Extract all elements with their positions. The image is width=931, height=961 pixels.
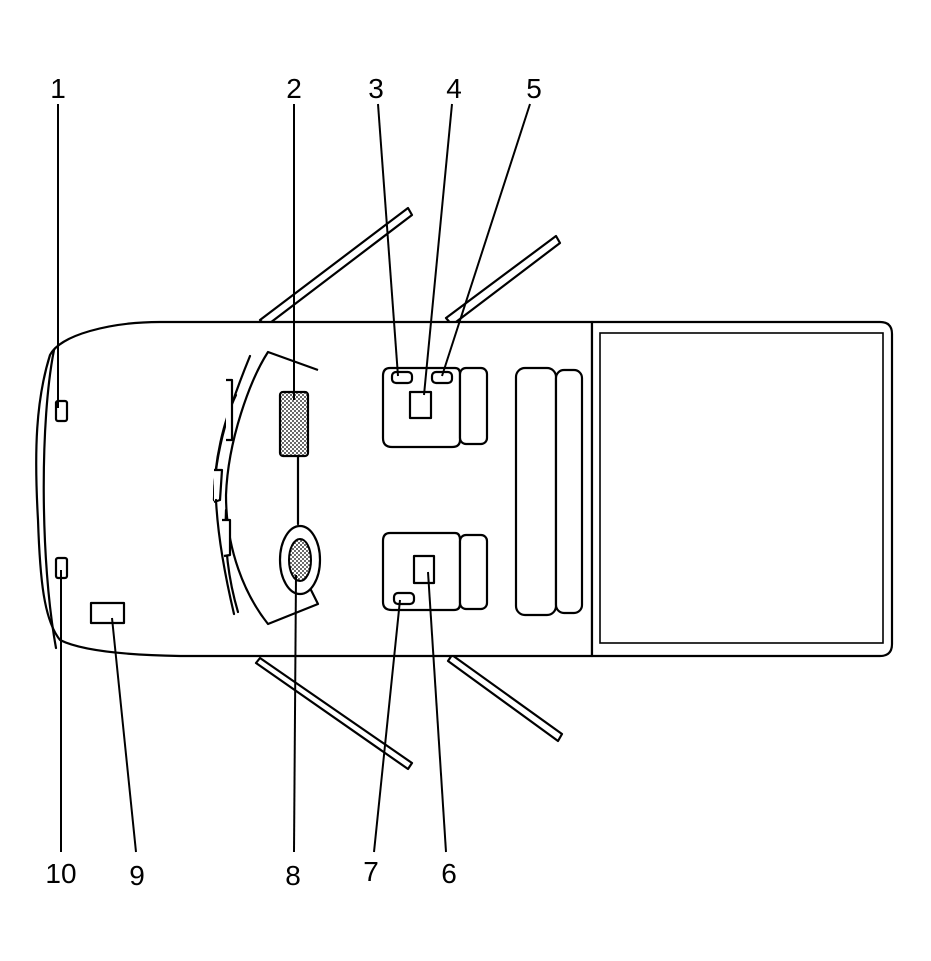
passenger-seat — [381, 531, 489, 612]
steering-wheel — [278, 524, 322, 596]
steering-wheel-airbag — [288, 538, 312, 582]
callout-label-8: 8 — [285, 860, 301, 891]
rear-bench-seat — [514, 366, 584, 617]
callout-label-9: 9 — [129, 860, 145, 891]
callout-label-1: 1 — [50, 73, 66, 104]
callout-label-7: 7 — [363, 856, 379, 887]
callout-label-4: 4 — [446, 73, 462, 104]
callout-label-6: 6 — [441, 858, 457, 889]
callout-line-6 — [427, 571, 447, 853]
module-9 — [89, 601, 126, 625]
callout-label-2: 2 — [286, 73, 302, 104]
callout-lines — [57, 103, 531, 853]
callout-labels: 1 2 3 4 5 6 7 8 9 10 — [45, 73, 541, 891]
front-bumper-line — [42, 348, 58, 650]
callout-line-9 — [111, 617, 137, 853]
cargo-box — [590, 320, 894, 658]
callout-label-3: 3 — [368, 73, 384, 104]
callout-line-4 — [423, 103, 453, 396]
callout-label-10: 10 — [45, 858, 76, 889]
seat-module-6 — [412, 554, 436, 585]
callout-line-8 — [293, 574, 297, 853]
seat-switch-3 — [390, 370, 414, 385]
callout-line-3 — [377, 103, 399, 377]
callout-line-5 — [441, 103, 531, 377]
seat-module-4 — [408, 390, 433, 420]
seat-switch-5 — [430, 370, 454, 385]
rear-right-door — [446, 653, 564, 743]
callout-label-5: 5 — [526, 73, 542, 104]
instrument-cluster — [278, 390, 310, 458]
callout-line-7 — [373, 599, 401, 853]
seat-switch-7 — [392, 591, 416, 606]
driver-seat — [381, 366, 489, 449]
